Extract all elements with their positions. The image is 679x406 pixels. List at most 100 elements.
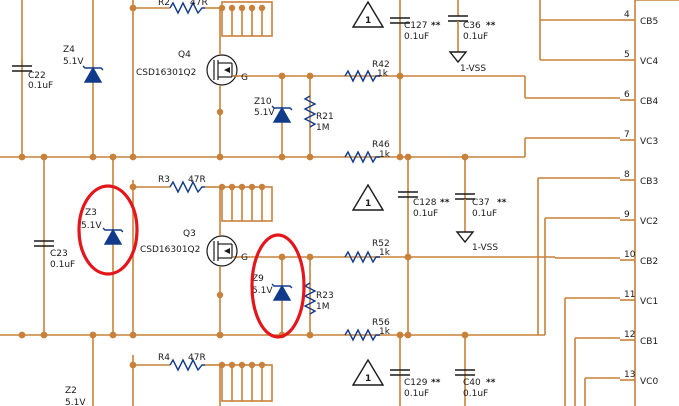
pad-block-top [218, 1, 273, 37]
connector-pin-number: 8 [624, 170, 630, 180]
c23-value: 0.1uF [50, 260, 75, 270]
r56-ref: R56 [372, 318, 390, 328]
c22-value: 0.1uF [28, 81, 53, 91]
q4-mosfet: Q4 CSD16301Q2 G [136, 50, 248, 100]
connector-pin-name: VC4 [640, 57, 658, 67]
r52-resistor: R52 1k [344, 239, 391, 264]
pad-block-mid [218, 183, 273, 222]
z3-ref: Z3 [85, 208, 97, 218]
r2-value: 47R [190, 0, 208, 8]
r3-ref: R3 [158, 175, 170, 185]
highlight-circle-z9 [250, 233, 306, 339]
z10-zener-diode: Z10 5.1V [254, 97, 293, 123]
r46-ref: R46 [372, 140, 390, 150]
r46-value: 1k [379, 150, 391, 160]
connector-pin-name: CB4 [640, 97, 658, 107]
c36-mark: ** [486, 21, 496, 31]
q3-gate: G [241, 253, 248, 263]
r56-resistor: R56 1k [344, 318, 391, 342]
c127-ref: C127 [404, 21, 427, 31]
c37-ref: C37 [472, 198, 490, 208]
c129-value: 0.1uF [404, 389, 429, 399]
connector-pin-name: CB5 [640, 17, 658, 27]
c37-capacitor: C37 ** 0.1uF 1-VSS [455, 193, 507, 253]
c36-capacitor: C36 ** 0.1uF 1-VSS [448, 0, 496, 74]
c129-ref: C129 [404, 378, 428, 388]
connector-pin-number: 10 [624, 250, 636, 260]
r56-value: 1k [379, 327, 391, 337]
z3-value: 5.1V [81, 221, 102, 231]
connector-pin-number: 12 [624, 330, 635, 340]
c36-value: 0.1uF [463, 32, 488, 42]
z4-zener-diode: Z4 5.1V [63, 45, 104, 83]
r23-value: 1M [316, 302, 330, 312]
c37-value: 0.1uF [472, 209, 497, 219]
pad-block-bottom [218, 361, 273, 402]
connector-pin-name: VC0 [640, 377, 658, 387]
c127-capacitor: C127 ** 0.1uF [390, 17, 441, 42]
connector-pin-number: 7 [624, 130, 630, 140]
r23-resistor: R23 1M [303, 282, 334, 315]
c128-value: 0.1uF [413, 209, 438, 219]
connector-pin-number: 4 [624, 10, 630, 20]
r4-resistor: R4 47R [158, 353, 206, 372]
c128-ref: C128 [413, 198, 437, 208]
z9-value: 5.1V [252, 286, 273, 296]
c37-mark: ** [497, 198, 507, 208]
c40-ref: C40 [463, 378, 481, 388]
c40-mark: ** [486, 378, 496, 388]
connector-pin-number: 11 [624, 290, 635, 300]
z3-zener-diode: Z3 5.1V [81, 208, 124, 245]
connector-pin-name: VC2 [640, 217, 658, 227]
c23-ref: C23 [50, 249, 68, 259]
r42-value: 1k [377, 69, 389, 79]
z2-zener-diode: Z2 5.1V [65, 386, 86, 406]
q3-mosfet: Q3 CSD16301Q2 G [140, 229, 248, 282]
connector-pin-name: VC3 [640, 137, 658, 147]
connector-pin-name: CB1 [640, 337, 658, 347]
r2-resistor: R2 47R [158, 0, 208, 15]
connector-pin-number: 5 [624, 50, 630, 60]
r2-ref: R2 [158, 0, 170, 8]
z2-ref: Z2 [65, 386, 77, 396]
z4-ref: Z4 [63, 45, 75, 55]
z9-ref: Z9 [252, 274, 264, 284]
highlight-circle-z3 [77, 184, 139, 276]
r23-ref: R23 [316, 291, 334, 301]
connector [634, 0, 679, 406]
junction-dots [18, 4, 469, 369]
q4-ref: Q4 [178, 50, 191, 60]
z4-value: 5.1V [63, 57, 84, 67]
connector-pins: 4CB55VC46CB47VC38CB39VC210CB211VC112CB11… [620, 10, 658, 387]
r3-resistor: R3 47R [158, 175, 206, 194]
r4-ref: R4 [158, 353, 170, 363]
vss1-net: 1-VSS [460, 64, 486, 74]
c23-capacitor: C23 0.1uF [34, 240, 75, 270]
wire-bus [0, 0, 620, 406]
c40-value: 0.1uF [463, 389, 488, 399]
warning-marker: 1 [365, 16, 371, 26]
r42-resistor: R42 1k [344, 60, 390, 83]
connector-pin-number: 6 [624, 90, 630, 100]
connector-pin-number: 9 [624, 210, 630, 220]
r4-value: 47R [188, 353, 206, 363]
z10-ref: Z10 [254, 97, 272, 107]
c36-ref: C36 [463, 21, 481, 31]
r42-ref: R42 [372, 60, 390, 70]
c128-capacitor: C128 ** 0.1uF [398, 191, 450, 219]
q4-part: CSD16301Q2 [136, 68, 196, 78]
vss2-net: 1-VSS [472, 243, 498, 253]
warning-marker: 1 [365, 374, 371, 384]
r52-value: 1k [379, 248, 391, 258]
warning-triangle-mid: 1 [351, 183, 385, 211]
c127-mark: ** [431, 21, 441, 31]
connector-pin-number: 13 [624, 370, 635, 380]
r21-value: 1M [316, 123, 330, 133]
c40-capacitor: C40 ** 0.1uF [455, 369, 496, 399]
z10-value: 5.1V [254, 108, 275, 118]
r46-resistor: R46 1k [344, 140, 391, 164]
connector-pin-name: CB2 [640, 257, 658, 267]
c22-capacitor: C22 0.1uF [12, 60, 53, 91]
z9-zener-diode: Z9 5.1V [252, 274, 293, 301]
